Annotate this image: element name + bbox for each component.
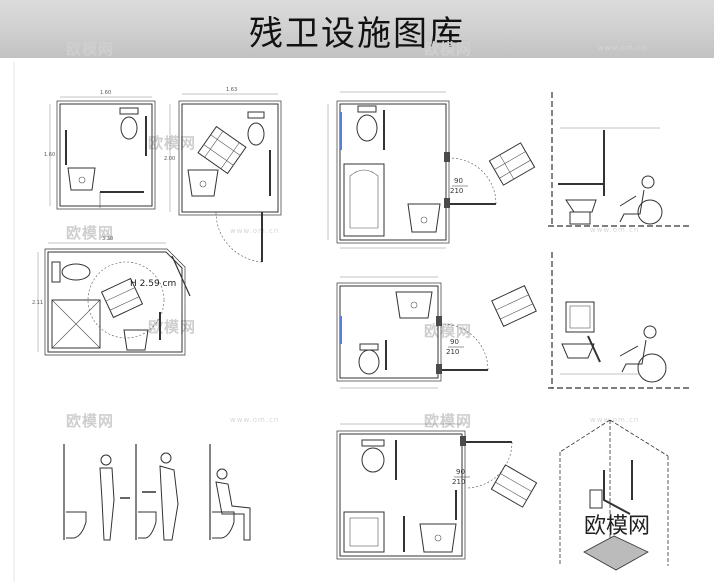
page-title: 残卫设施图库 <box>249 14 465 54</box>
sink-icon <box>123 329 149 351</box>
toilet-icon <box>119 107 139 140</box>
person-figure-icon <box>159 452 179 541</box>
plan-c-width-label: 3.30 <box>102 236 113 242</box>
title-bar: 残卫设施图库 <box>0 0 714 58</box>
toilet-icon <box>51 261 91 283</box>
plan-c <box>37 242 191 356</box>
perspective-view <box>559 419 669 571</box>
brand-logo-text: 欧模网 <box>584 514 651 539</box>
shower-tray <box>343 511 385 553</box>
door-height-label: 210 <box>446 348 459 356</box>
toilet-icon <box>356 105 378 142</box>
toilet-icon <box>565 199 597 225</box>
elevation-1 <box>548 92 690 227</box>
watermark: 欧模网 <box>148 134 197 152</box>
shower-tray <box>51 299 101 349</box>
door-width-label: 90 <box>450 338 459 346</box>
watermark-url: www.om.cn <box>598 44 648 52</box>
plan-d: 90 210 <box>327 91 536 249</box>
watermark-url: www.om.cn <box>590 416 640 424</box>
person-figure-icon <box>215 468 251 541</box>
plan-b-height-label: 2.00 <box>164 156 175 162</box>
bathtub-icon <box>343 163 385 237</box>
sink-icon <box>187 169 219 197</box>
toilet-icon <box>361 439 385 473</box>
plan-c-ceiling-label: H 2.59 cm <box>130 279 176 289</box>
person-figure-icon <box>619 325 667 383</box>
watermark-url: www.om.cn <box>230 227 280 235</box>
sink-icon <box>67 167 96 191</box>
person-figure-icon <box>619 175 663 225</box>
door-width-label: 90 <box>456 468 465 476</box>
door-height-label: 210 <box>452 478 465 486</box>
elevation-toilet-side <box>135 444 179 541</box>
sink-icon <box>561 343 595 359</box>
wheelchair-icon <box>491 285 537 327</box>
watermark-url: www.om.cn <box>590 226 640 234</box>
wheelchair-icon <box>490 464 538 508</box>
door-width-label: 90 <box>454 177 463 185</box>
watermark: 欧模网 <box>66 412 115 430</box>
plan-a-height-label: 1.60 <box>44 152 55 158</box>
watermark: 欧模网 <box>66 40 115 58</box>
watermark: 欧模网 <box>424 40 473 58</box>
elevation-seated <box>209 444 251 541</box>
wheelchair-icon <box>100 277 144 319</box>
watermark: 欧模网 <box>424 322 473 340</box>
watermark-url: www.om.cn <box>230 416 280 424</box>
toilet-icon <box>358 343 380 375</box>
watermark: 欧模网 <box>424 412 473 430</box>
grab-bar-icon <box>65 116 147 165</box>
toilet-icon <box>247 111 265 146</box>
plan-c-height-label: 2.11 <box>32 300 43 306</box>
door-height-label: 210 <box>450 187 463 195</box>
elevation-2 <box>548 252 690 389</box>
plan-b <box>169 93 282 263</box>
watermark: 欧模网 <box>66 224 115 242</box>
plan-f: 90 210 <box>336 423 538 560</box>
plan-b-width-label: 1.63 <box>226 87 237 93</box>
wheelchair-icon <box>488 142 536 186</box>
plan-e: 90 210 <box>336 276 537 389</box>
wheelchair-icon <box>197 125 247 175</box>
plan-a-width-label: 1.60 <box>100 90 111 96</box>
plan-a <box>49 96 156 210</box>
elevation-toilet-front <box>63 444 130 541</box>
sink-icon <box>407 203 441 233</box>
sink-icon <box>395 291 433 319</box>
sink-icon <box>419 523 457 553</box>
person-figure-icon <box>99 454 115 541</box>
